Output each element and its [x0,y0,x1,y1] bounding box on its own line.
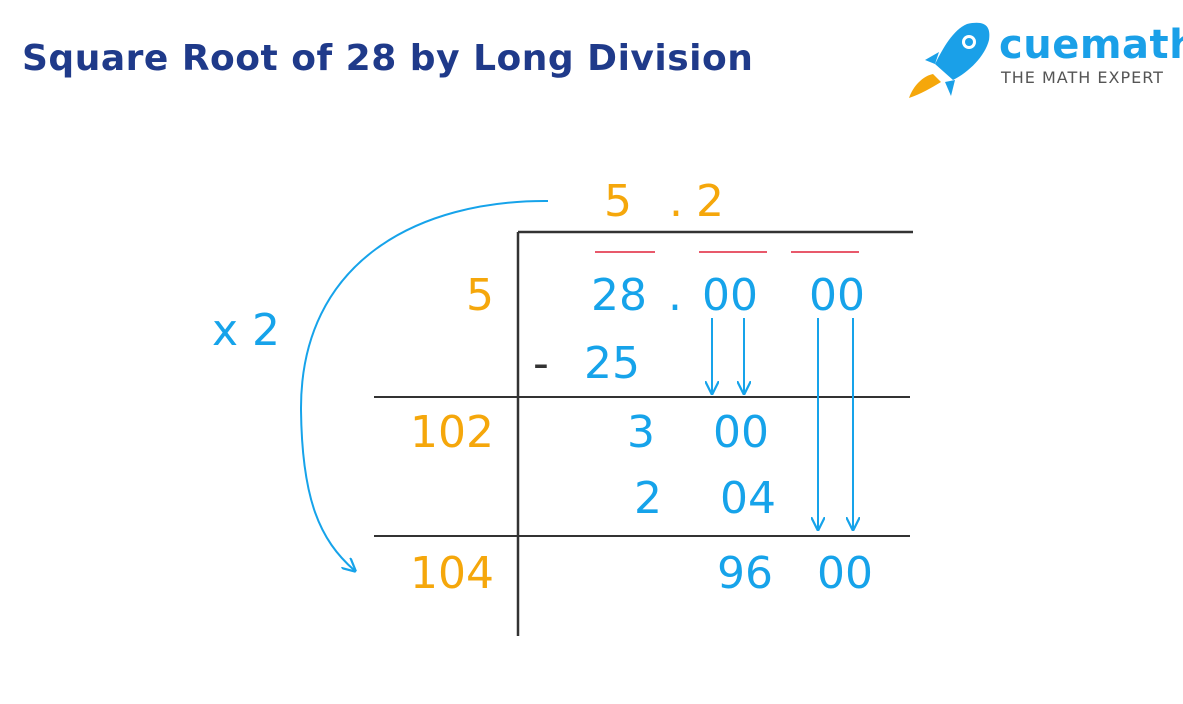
subtract-2-part-b: 04 [720,473,776,524]
page-title: Square Root of 28 by Long Division [22,38,754,79]
brand-name: cuemath [999,22,1183,68]
rocket-icon [909,22,990,98]
quotient-decimal-point: . [669,176,683,227]
brand-tagline: THE MATH EXPERT [1001,68,1164,87]
quotient-digit-2: 2 [696,176,724,227]
remainder-2-part-b: 00 [817,548,873,599]
minus-sign: - [533,338,549,389]
remainder-1-part-b: 00 [713,407,769,458]
divisor-1: 5 [466,270,494,321]
divisor-2: 102 [410,407,494,458]
divisor-3: 104 [410,548,494,599]
quotient-digit-1: 5 [604,176,632,227]
dividend-pair-2: 00 [809,270,865,321]
brand-logo: cuemath THE MATH EXPERT [905,20,1183,100]
doubling-curve-arrow [299,199,549,570]
subtract-1: 25 [584,338,640,389]
remainder-2-part-a: 96 [717,548,773,599]
remainder-1-part-a: 3 [627,407,655,458]
subtract-2-part-a: 2 [634,473,662,524]
dividend-decimal-point: . [668,270,682,321]
multiplier-label: x 2 [212,305,280,356]
dividend-whole: 28 [591,270,647,321]
dividend-pair-1: 00 [702,270,758,321]
